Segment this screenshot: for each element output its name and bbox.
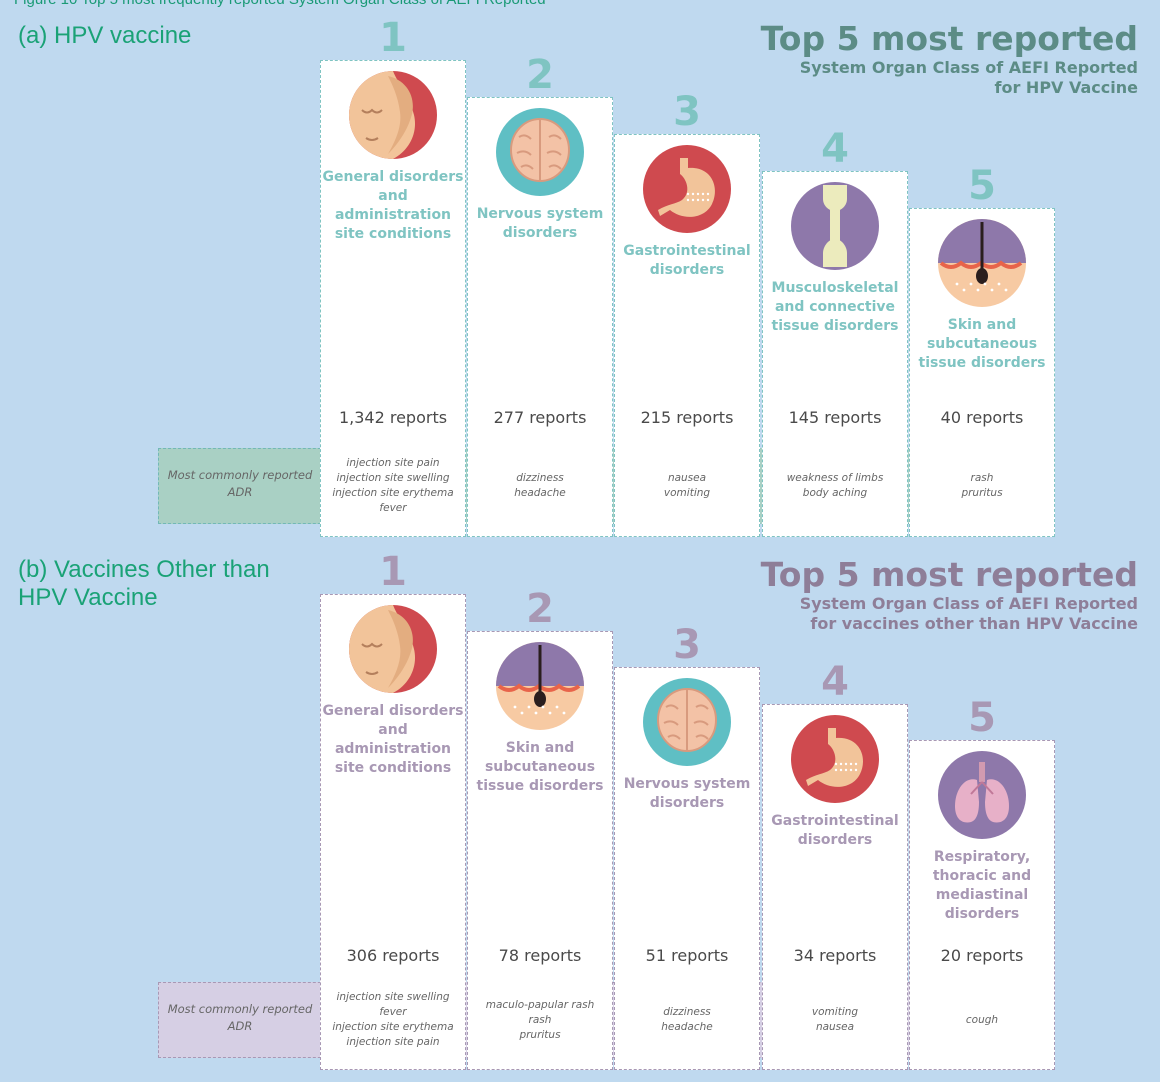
chart-subtitle-line2: for vaccines other than HPV Vaccine bbox=[810, 614, 1138, 633]
rank-label: 2 bbox=[526, 52, 554, 98]
adr-list: cough bbox=[909, 1013, 1055, 1028]
adr-row-label: Most commonly reported ADR bbox=[167, 1002, 313, 1033]
bone-joint-icon bbox=[791, 182, 879, 270]
adr-item: cough bbox=[965, 1013, 999, 1026]
adr-list: vomiting nausea bbox=[762, 1005, 908, 1035]
adr-item: injection site swelling bbox=[336, 991, 450, 1003]
brain-icon bbox=[643, 678, 731, 766]
rank-label: 3 bbox=[673, 622, 701, 668]
icon-wrap bbox=[937, 750, 1027, 840]
rank-label: 2 bbox=[526, 585, 554, 632]
adr-item: headache bbox=[514, 487, 566, 499]
adr-item: dizziness bbox=[663, 1006, 711, 1018]
rank-label: 1 bbox=[379, 15, 407, 61]
adr-item: dizziness bbox=[516, 472, 564, 484]
adr-list: nausea vomiting bbox=[614, 471, 760, 501]
report-count-label: 277 reports bbox=[493, 408, 587, 427]
rank-label: 5 bbox=[968, 163, 996, 209]
icon-wrap bbox=[348, 70, 438, 160]
category-label: Gastrointestinal disorders bbox=[771, 812, 899, 848]
report-count-label: 40 reports bbox=[940, 408, 1024, 427]
rank-label: 5 bbox=[968, 695, 996, 741]
icon-wrap bbox=[495, 641, 585, 731]
adr-list: dizziness headache bbox=[467, 471, 613, 501]
icon-wrap bbox=[642, 144, 732, 234]
figure-title: Figure 10 Top 5 most frequently reported… bbox=[0, 0, 1160, 8]
skin-layer-icon bbox=[938, 219, 1026, 307]
section-label: (b) Vaccines Other than HPV Vaccine bbox=[18, 556, 270, 611]
skin-layer-icon bbox=[496, 641, 584, 730]
icon-wrap bbox=[790, 714, 880, 804]
adr-list: weakness of limbs body aching bbox=[762, 471, 908, 501]
adr-item: injection site erythema bbox=[332, 487, 454, 499]
adr-row-label: Most commonly reported ADR bbox=[167, 468, 313, 499]
adr-list: rash pruritus bbox=[909, 471, 1055, 501]
category-label: Gastrointestinal disorders bbox=[623, 243, 751, 278]
adr-list: injection site pain injection site swelli… bbox=[320, 456, 466, 516]
report-count-label: 1,342 reports bbox=[338, 408, 448, 427]
body-skin-icon bbox=[349, 71, 437, 159]
chart-subtitle-line1: System Organ Class of AEFI Reported bbox=[799, 594, 1138, 613]
icon-wrap bbox=[790, 181, 880, 271]
adr-list: dizziness headache bbox=[614, 1005, 760, 1035]
adr-item: pruritus bbox=[519, 1028, 561, 1041]
adr-item: nausea bbox=[815, 1021, 855, 1033]
brain-icon bbox=[496, 108, 584, 196]
category-label: General disorders and administration sit… bbox=[322, 703, 464, 776]
chart-title: Top 5 most reported bbox=[760, 19, 1138, 58]
report-count-label: 20 reports bbox=[940, 946, 1024, 965]
adr-item: injection site pain bbox=[346, 457, 440, 469]
adr-item: vomiting bbox=[663, 487, 711, 499]
chart-title: Top 5 most reported bbox=[760, 555, 1138, 594]
adr-item: weakness of limbs bbox=[786, 472, 884, 484]
stomach-icon bbox=[643, 145, 731, 233]
rank-label: 3 bbox=[673, 89, 701, 135]
category-label: General disorders and administration sit… bbox=[322, 169, 464, 242]
chart-subtitle-line2: for HPV Vaccine bbox=[994, 78, 1138, 97]
adr-item: maculo-papular rash bbox=[485, 998, 595, 1011]
adr-item: fever bbox=[379, 502, 407, 514]
category-label: Skin and subcutaneous tissue disorders bbox=[918, 317, 1046, 371]
adr-item: pruritus bbox=[961, 487, 1003, 499]
rank-label: 4 bbox=[821, 658, 849, 705]
adr-item: headache bbox=[661, 1021, 713, 1033]
icon-wrap bbox=[495, 107, 585, 197]
category-label: Nervous system disorders bbox=[623, 776, 751, 811]
icon-wrap bbox=[642, 677, 732, 767]
icon-wrap bbox=[348, 604, 438, 694]
report-count-label: 78 reports bbox=[498, 946, 582, 965]
bar-2 bbox=[467, 630, 613, 1070]
report-count-label: 306 reports bbox=[346, 946, 440, 965]
rank-label: 4 bbox=[821, 126, 849, 172]
body-skin-icon bbox=[349, 605, 437, 693]
chart-subtitle-line1: System Organ Class of AEFI Reported bbox=[799, 58, 1138, 77]
rank-label: 1 bbox=[379, 549, 407, 595]
category-label: Musculoskeletal and connective tissue di… bbox=[771, 280, 899, 334]
report-count-label: 34 reports bbox=[793, 946, 877, 965]
figure-title-text: Figure 10 Top 5 most frequently reported… bbox=[14, 0, 546, 8]
lungs-icon bbox=[938, 751, 1026, 839]
adr-item: rash bbox=[970, 472, 994, 484]
category-label: Respiratory, thoracic and mediastinal di… bbox=[932, 849, 1032, 922]
adr-list: injection site swelling fever injection si… bbox=[320, 990, 466, 1050]
report-count-label: 51 reports bbox=[645, 946, 729, 965]
report-count-label: 145 reports bbox=[788, 408, 882, 427]
section-label: (a) HPV vaccine bbox=[18, 22, 192, 49]
adr-item: nausea bbox=[667, 472, 707, 484]
adr-item: injection site swelling bbox=[336, 472, 450, 484]
adr-item: rash bbox=[528, 1013, 552, 1026]
icon-wrap bbox=[937, 218, 1027, 308]
adr-list: maculo-papular rash rash pruritus bbox=[467, 998, 613, 1043]
category-label: Skin and subcutaneous tissue disorders bbox=[476, 739, 604, 794]
report-count-label: 215 reports bbox=[640, 408, 734, 427]
adr-item: body aching bbox=[802, 487, 868, 499]
stomach-icon bbox=[791, 714, 879, 803]
adr-item: vomiting bbox=[811, 1006, 859, 1018]
adr-item: injection site pain bbox=[346, 1036, 440, 1048]
adr-item: fever bbox=[379, 1006, 407, 1018]
category-label: Nervous system disorders bbox=[476, 206, 604, 241]
adr-item: injection site erythema bbox=[332, 1021, 454, 1033]
